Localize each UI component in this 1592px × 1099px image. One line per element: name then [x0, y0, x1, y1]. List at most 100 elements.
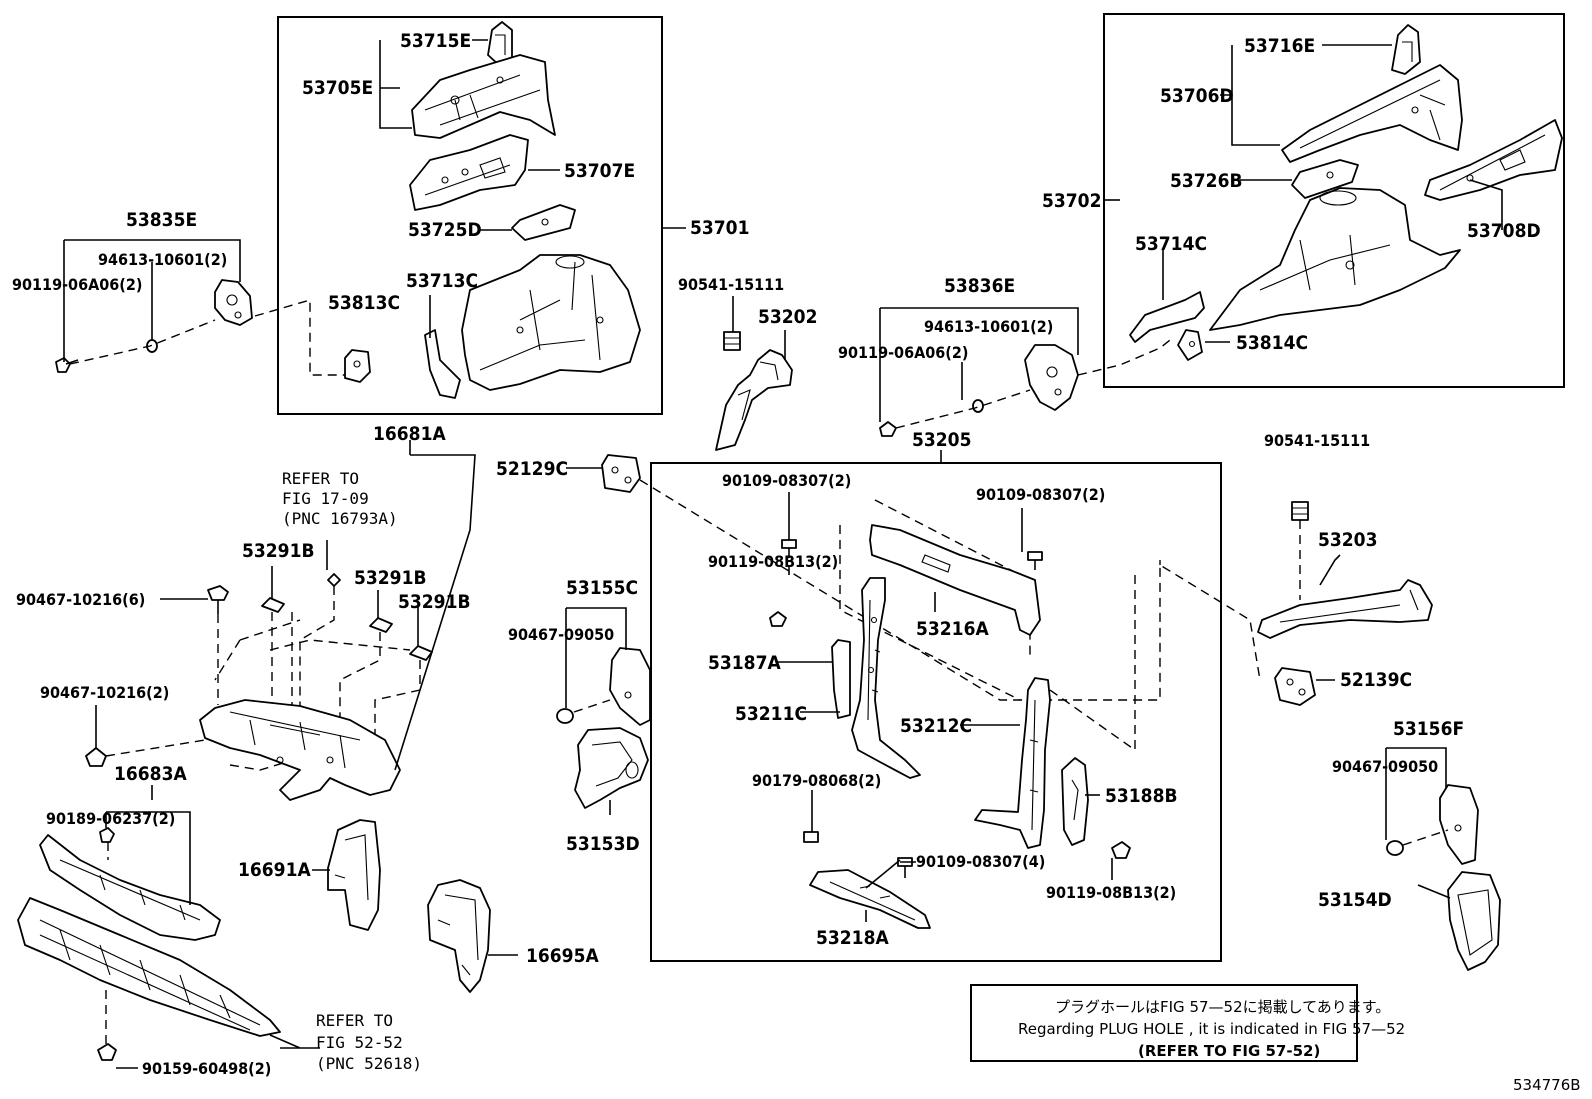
- label-16683A: 16683A: [114, 763, 187, 785]
- part-53154D: [1447, 871, 1501, 971]
- note-box: [970, 984, 1358, 1062]
- part-53716E: [1391, 24, 1421, 75]
- label-90119-a: 90119-06A06(2): [12, 275, 142, 294]
- label-53203: 53203: [1318, 529, 1377, 551]
- cushion-90541-a: [723, 331, 741, 351]
- label-53714C: 53714C: [1135, 233, 1207, 255]
- label-53726B: 53726B: [1170, 170, 1243, 192]
- bolt-90119-a: [55, 357, 79, 373]
- label-52139C: 52139C: [1340, 669, 1412, 691]
- cushion-90541-b: [1291, 501, 1309, 521]
- label-53725D: 53725D: [408, 219, 482, 241]
- label-53188B: 53188B: [1105, 785, 1178, 807]
- label-53291B-2: 53291B: [354, 567, 427, 589]
- label-16681A: 16681A: [373, 423, 446, 445]
- label-53835E: 53835E: [126, 209, 197, 231]
- label-53291B-3: 53291B: [398, 591, 471, 613]
- clip-90467-a: [207, 585, 229, 614]
- group-box-53701: [277, 16, 663, 415]
- label-53836E: 53836E: [944, 275, 1015, 297]
- label-90179: 90179-08068(2): [752, 771, 881, 790]
- label-90467-a: 90467-10216(6): [16, 590, 145, 609]
- part-53187A: [831, 639, 851, 719]
- bolt-90159: [97, 1043, 117, 1061]
- part-53153D: [574, 727, 649, 809]
- label-53702: 53702: [1042, 190, 1101, 212]
- ref1-line2: FIG 17-09: [282, 489, 369, 508]
- bolt-90189: [99, 827, 115, 843]
- note-japanese: プラグホールはFIG 57—52に掲載してあります。: [1055, 998, 1390, 1016]
- label-53156F: 53156F: [1393, 718, 1464, 740]
- label-53212C: 53212C: [900, 715, 972, 737]
- part-53713C: [461, 254, 641, 391]
- label-53705E: 53705E: [302, 77, 373, 99]
- label-53716E: 53716E: [1244, 35, 1315, 57]
- label-90159: 90159-60498(2): [142, 1059, 271, 1078]
- label-53715E: 53715E: [400, 30, 471, 52]
- label-90189: 90189-06237(2): [46, 809, 175, 828]
- label-53155C: 53155C: [566, 577, 638, 599]
- label-94613-b: 94613-10601(2): [924, 317, 1053, 336]
- label-53813C: 53813C: [328, 292, 400, 314]
- label-90467-d: 90467-09050: [1332, 757, 1438, 776]
- note-refer: (REFER TO FIG 57-52): [1138, 1042, 1320, 1060]
- part-53708D: [1424, 119, 1563, 201]
- part-16691A: [327, 819, 381, 931]
- label-53153D: 53153D: [566, 833, 640, 855]
- part-53218A: [809, 869, 931, 929]
- label-53713C: 53713C: [406, 270, 478, 292]
- part-53726B: [1291, 159, 1359, 199]
- part-53188B: [1061, 757, 1089, 846]
- label-16695A: 16695A: [526, 945, 599, 967]
- note-english: Regarding PLUG HOLE , it is indicated in…: [1018, 1020, 1405, 1038]
- label-94613-a: 94613-10601(2): [98, 250, 227, 269]
- part-16681A: [199, 699, 401, 801]
- part-52618-undercover: [17, 897, 281, 1037]
- label-16691A: 16691A: [238, 859, 311, 881]
- part-53707E: [409, 134, 529, 211]
- part-53705E: [411, 54, 556, 139]
- clip-90467-d: [1386, 840, 1404, 856]
- part-53155C: [609, 647, 651, 726]
- label-53154D: 53154D: [1318, 889, 1392, 911]
- label-53205: 53205: [912, 429, 971, 451]
- group-box-53205: [650, 462, 1222, 962]
- label-90109-b: 90109-08307(2): [976, 485, 1105, 504]
- ref1-line1: REFER TO: [282, 469, 359, 488]
- label-90109-c: 90109-08307(4): [916, 852, 1045, 871]
- ref2-line1: REFER TO: [316, 1011, 393, 1030]
- label-53707E: 53707E: [564, 160, 635, 182]
- label-53218A: 53218A: [816, 927, 889, 949]
- part-53813C: [344, 349, 371, 383]
- label-53814C: 53814C: [1236, 332, 1308, 354]
- part-53212C: [974, 677, 1051, 849]
- washer-94613-b: [972, 399, 984, 413]
- figure-id: 534776B: [1513, 1076, 1581, 1094]
- part-53813C-upper: [424, 329, 461, 399]
- retainers-53291B: [261, 573, 433, 661]
- part-53835E: [214, 279, 253, 326]
- part-53156F: [1439, 784, 1479, 865]
- ref2-line3: (PNC 52618): [316, 1054, 422, 1073]
- ref2-line2: FIG 52-52: [316, 1033, 403, 1052]
- label-53211C: 53211C: [735, 703, 807, 725]
- label-53187A: 53187A: [708, 652, 781, 674]
- label-90467-c: 90467-09050: [508, 625, 614, 644]
- part-53203: [1257, 579, 1433, 639]
- part-53714C-body: [1209, 187, 1461, 331]
- part-53211C: [851, 577, 921, 779]
- part-53714C: [1129, 291, 1205, 343]
- clip-90467-b: [85, 747, 107, 767]
- labels: 53715E 53705E 53707E 53725D 53713C 53813…: [12, 30, 1581, 1094]
- label-53216A: 53216A: [916, 618, 989, 640]
- part-52139C: [1274, 667, 1316, 706]
- part-53706D: [1281, 64, 1463, 163]
- part-53814C: [1177, 329, 1203, 361]
- part-16683A: [39, 834, 221, 941]
- clip-90467-c: [556, 708, 574, 724]
- part-53202: [715, 349, 793, 451]
- label-90119-d: 90119-08B13(2): [1046, 883, 1176, 902]
- label-53706D: 53706D: [1160, 85, 1234, 107]
- label-53701: 53701: [690, 217, 749, 239]
